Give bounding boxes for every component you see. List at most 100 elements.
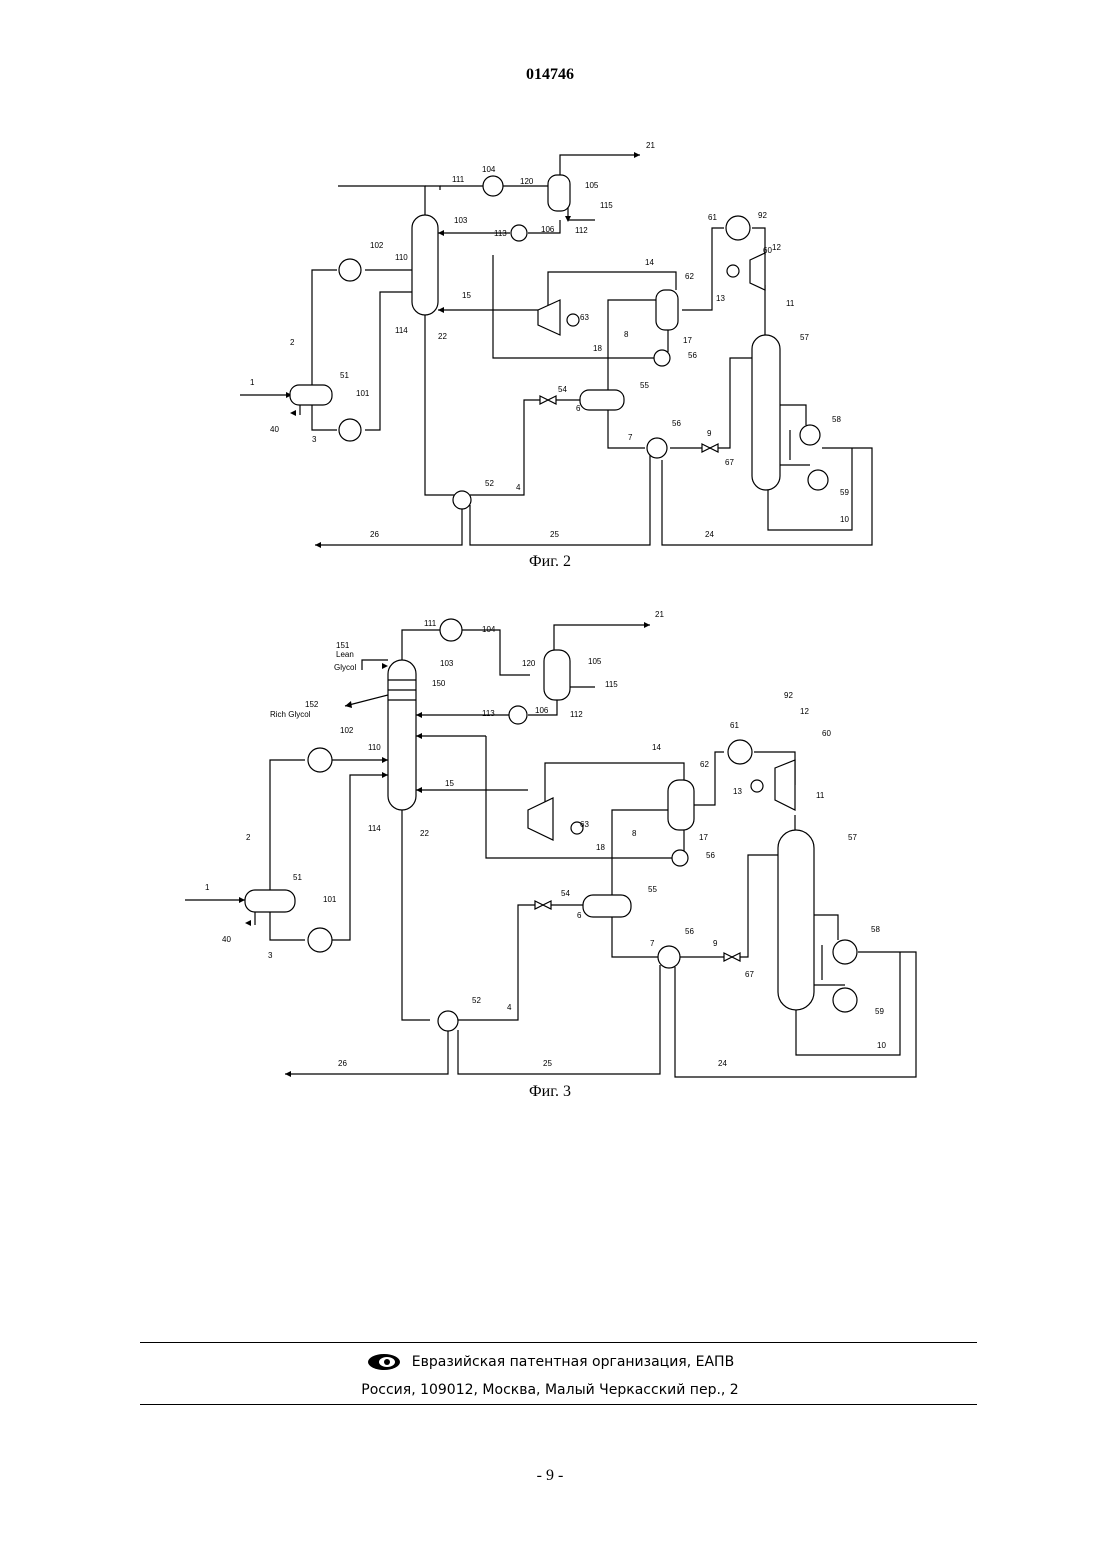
pump-56	[672, 850, 688, 866]
label-63: 63	[580, 820, 589, 829]
generator-60-icon	[727, 265, 739, 277]
separator-62	[668, 780, 694, 830]
label-113: 113	[494, 229, 507, 238]
label-24: 24	[705, 530, 714, 539]
heat-exchanger-59	[833, 988, 857, 1012]
label-3: 3	[312, 435, 317, 444]
label-104: 104	[482, 165, 496, 174]
label-120: 120	[522, 659, 536, 668]
label-22: 22	[420, 829, 429, 838]
label-56a: 56	[706, 851, 715, 860]
label-1: 1	[205, 883, 210, 892]
figure-3-caption: Фиг. 3	[0, 1083, 1100, 1101]
label-102: 102	[340, 726, 354, 735]
label-17: 17	[699, 833, 708, 842]
label-67: 67	[725, 458, 734, 467]
label-103: 103	[454, 216, 468, 225]
label-55: 55	[640, 381, 649, 390]
footer-top-rule	[140, 1342, 977, 1343]
label-112: 112	[570, 710, 583, 719]
heat-exchanger-52	[453, 491, 471, 509]
label-13: 13	[716, 294, 725, 303]
expander-60	[775, 760, 795, 810]
label-10: 10	[877, 1041, 886, 1050]
label-4: 4	[507, 1003, 512, 1012]
label-10: 10	[840, 515, 849, 524]
label-12: 12	[772, 243, 781, 252]
pump-106	[511, 225, 527, 241]
label-106: 106	[541, 225, 555, 234]
heat-exchanger-101	[308, 928, 332, 952]
label-25: 25	[550, 530, 559, 539]
label-105: 105	[588, 657, 602, 666]
label-3: 3	[268, 951, 273, 960]
pump-106	[509, 706, 527, 724]
label-40: 40	[270, 425, 279, 434]
label-60: 60	[763, 246, 772, 255]
label-lean: Lean	[336, 650, 354, 659]
label-61: 61	[708, 213, 717, 222]
label-59: 59	[840, 488, 849, 497]
label-62: 62	[685, 272, 694, 281]
label-110: 110	[368, 743, 381, 752]
label-115: 115	[605, 680, 618, 689]
label-12: 12	[800, 707, 809, 716]
label-114: 114	[395, 326, 408, 335]
label-104: 104	[482, 625, 496, 634]
label-101: 101	[323, 895, 337, 904]
label-24: 24	[718, 1059, 727, 1068]
figure-2-diagram: 1 2 3 4 6 7 8 9 10 11 12 13 14 15 17 18 …	[0, 130, 1100, 555]
label-25: 25	[543, 1059, 552, 1068]
separator-105	[548, 175, 570, 211]
label-63: 63	[580, 313, 589, 322]
label-103: 103	[440, 659, 454, 668]
page-number: - 9 -	[0, 1467, 1100, 1485]
separator-62	[656, 290, 678, 330]
label-54: 54	[561, 889, 570, 898]
label-56a: 56	[688, 351, 697, 360]
label-7: 7	[628, 433, 633, 442]
label-111: 111	[452, 175, 465, 184]
heat-exchanger-59	[808, 470, 828, 490]
label-4: 4	[516, 483, 521, 492]
label-2: 2	[290, 338, 295, 347]
label-26: 26	[370, 530, 379, 539]
label-92: 92	[784, 691, 793, 700]
label-6: 6	[577, 911, 582, 920]
label-56b: 56	[685, 927, 694, 936]
label-151: 151	[336, 641, 350, 650]
label-18: 18	[596, 843, 605, 852]
separator-55	[583, 895, 631, 917]
separator-105	[544, 650, 570, 700]
heat-exchanger-61	[726, 216, 750, 240]
label-21: 21	[646, 141, 655, 150]
heat-exchanger-101	[339, 419, 361, 441]
motor-63-icon	[567, 314, 579, 326]
label-62: 62	[700, 760, 709, 769]
generator-60-icon	[751, 780, 763, 792]
figure-2-caption: Фиг. 2	[0, 553, 1100, 571]
label-57: 57	[848, 833, 857, 842]
pump-56	[654, 350, 670, 366]
label-57: 57	[800, 333, 809, 342]
label-120: 120	[520, 177, 534, 186]
label-58: 58	[832, 415, 841, 424]
reboiler-58	[800, 425, 820, 445]
label-112: 112	[575, 226, 588, 235]
label-101: 101	[356, 389, 370, 398]
label-7: 7	[650, 939, 655, 948]
label-18: 18	[593, 344, 602, 353]
heat-exchanger-61	[728, 740, 752, 764]
heat-exchanger-56	[647, 438, 667, 458]
label-111: 111	[424, 619, 437, 628]
label-51: 51	[293, 873, 302, 882]
label-106: 106	[535, 706, 549, 715]
footer-organization: Евразийская патентная организация, ЕАПВ	[412, 1354, 734, 1370]
label-61: 61	[730, 721, 739, 730]
label-8: 8	[624, 330, 629, 339]
label-13: 13	[733, 787, 742, 796]
label-102: 102	[370, 241, 384, 250]
equipment	[290, 175, 828, 509]
label-54: 54	[558, 385, 567, 394]
heat-exchanger-102	[308, 748, 332, 772]
